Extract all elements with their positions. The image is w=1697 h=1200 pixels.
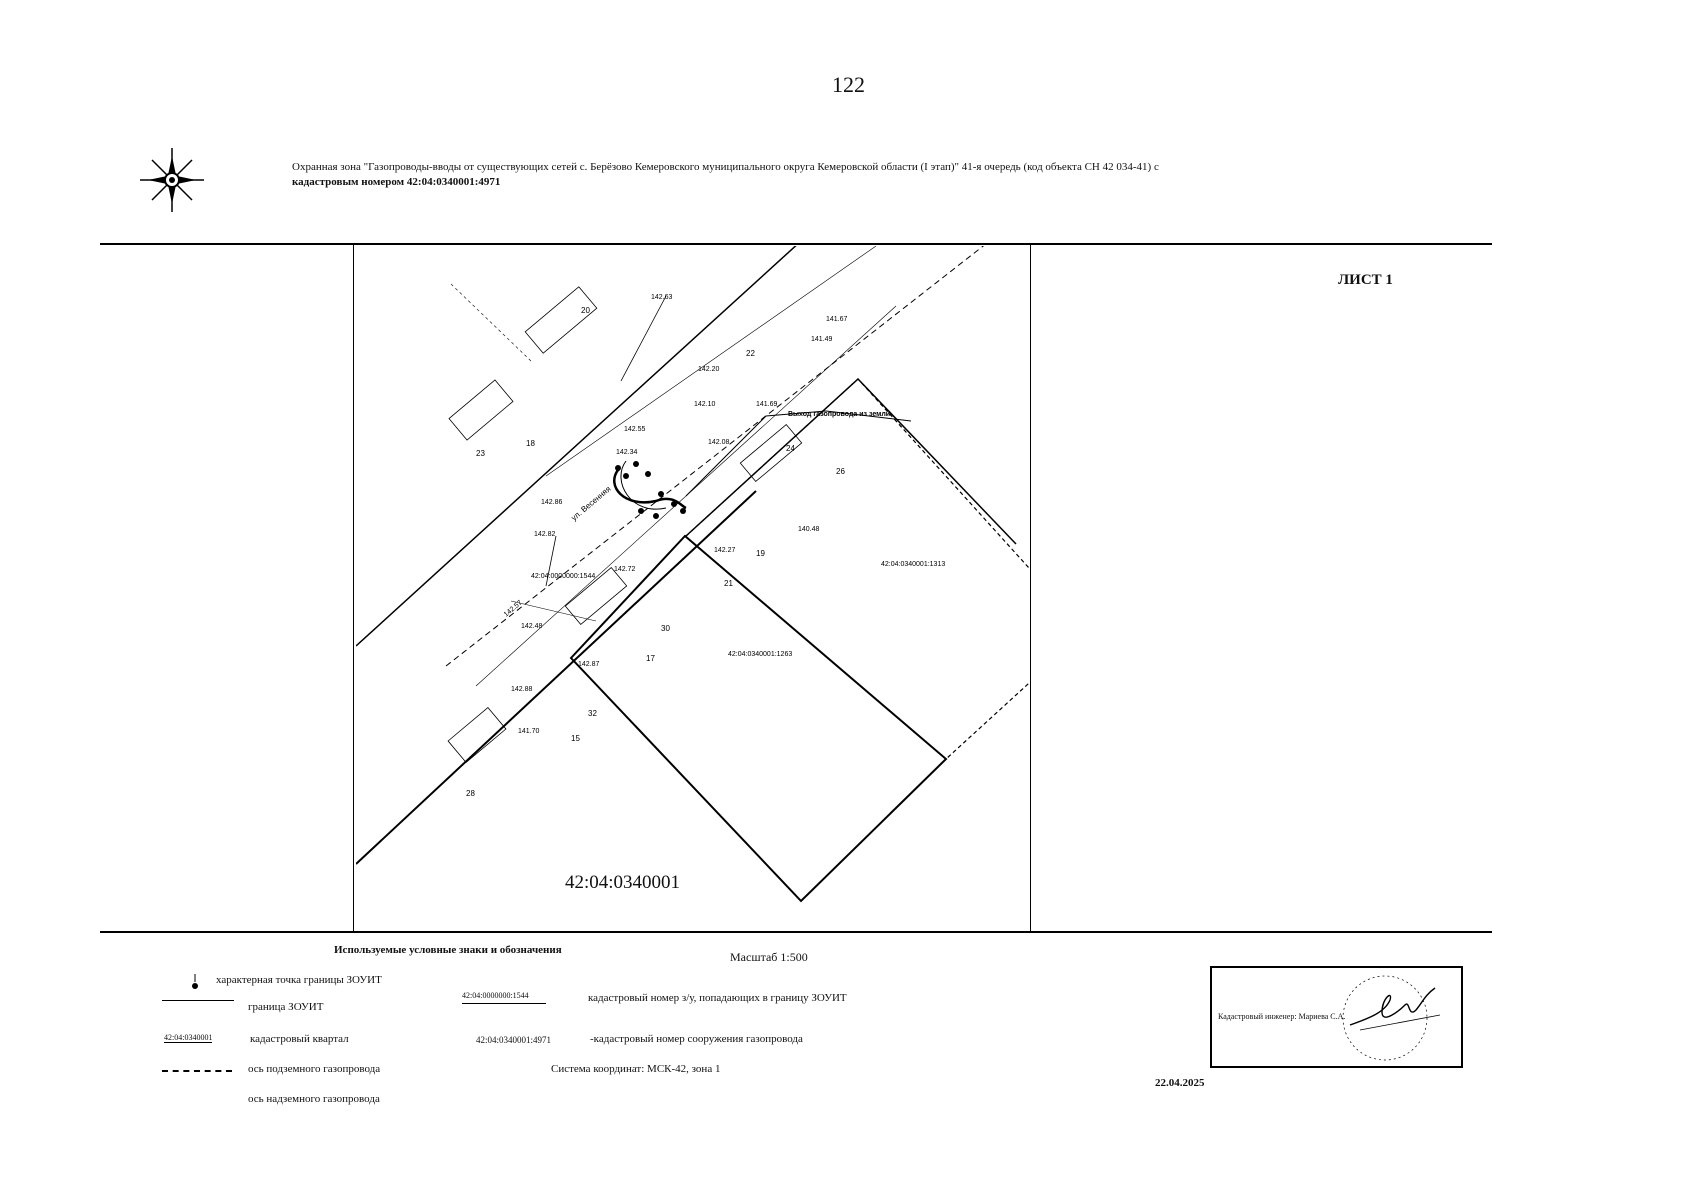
engineer-stamp — [1210, 966, 1463, 1068]
elev-6: 141.69 — [756, 401, 778, 408]
structure-sample: 42:04:0340001:4971 — [476, 1035, 552, 1045]
elev-8: 141.67 — [826, 316, 848, 323]
frame-left-line — [353, 244, 354, 932]
lot-24: 24 — [786, 444, 795, 453]
lot-22: 22 — [746, 349, 755, 358]
lot-18: 18 — [526, 439, 535, 448]
frame-right-line — [1030, 244, 1031, 932]
gas-pipeline-axis — [445, 246, 985, 667]
lot-23: 23 — [476, 449, 485, 458]
lot-19: 19 — [756, 549, 765, 558]
title-line-2: кадастровым номером 42:04:0340001:4971 — [292, 176, 501, 188]
legend-item-quarter: кадастровый квартал — [250, 1033, 349, 1045]
document-title: Охранная зона "Газопроводы-вводы от суще… — [292, 160, 1432, 190]
legend-structure-desc: -кадастровый номер сооружения газопровод… — [590, 1033, 803, 1045]
elev-16: 142.20 — [698, 366, 720, 373]
parcel-label-1544: 42:04:0000000:1544 — [531, 573, 595, 580]
parcel-label-1313: 42:04:0340001:1313 — [881, 561, 945, 568]
page-number: 122 — [832, 72, 865, 97]
elev-18: 141.70 — [518, 728, 540, 735]
lot-17: 17 — [646, 654, 655, 663]
elev-13: 142.57 — [503, 599, 524, 618]
street-label: ул. Весенняя — [570, 484, 613, 522]
elev-4: 142.10 — [694, 401, 716, 408]
underground-pipe-sample — [162, 1070, 232, 1072]
elev-17: 140.48 — [798, 526, 820, 533]
parcel-1313-boundary — [685, 378, 1031, 760]
road-boundary-north — [356, 246, 797, 647]
quarter-sample: 42:04:0340001 — [164, 1033, 213, 1043]
lot-20: 20 — [581, 306, 590, 315]
compass-rose-icon — [140, 148, 204, 212]
elev-19: 142.87 — [578, 661, 600, 668]
legend-item-overground: ось надземного газопровода — [248, 1093, 380, 1105]
engineer-label: Кадастровый инженер: Мариева С.А. — [1218, 1012, 1346, 1021]
elev-1: 142.63 — [651, 294, 673, 301]
boundary-points — [615, 461, 686, 519]
lot-26: 26 — [836, 467, 845, 476]
elev-3: 142.34 — [616, 449, 638, 456]
elev-14: 142.88 — [511, 686, 533, 693]
parcel-sample: 42:04:0000000:1544 — [462, 991, 546, 1004]
document-date: 22.04.2025 — [1155, 1077, 1205, 1089]
elev-2: 142.55 — [624, 426, 646, 433]
frame-bottom-line — [100, 931, 1492, 933]
boundary-point-icon — [192, 974, 198, 989]
lot-30: 30 — [661, 624, 670, 633]
lot-28: 28 — [466, 789, 475, 798]
frame-top-line — [100, 243, 1492, 245]
elev-7: 141.49 — [811, 336, 833, 343]
legend-parcel-desc: кадастровый номер з/у, попадающих в гран… — [588, 992, 847, 1004]
outlet-label: Выход газопровода из земли — [788, 411, 890, 418]
legend-item-underground: ось подземного газопровода — [248, 1063, 381, 1075]
parcel-label-1263: 42:04:0340001:1263 — [728, 651, 792, 658]
signature-seal-icon — [1342, 975, 1441, 1061]
cadastral-map: 42:04:0340001:1263 42:04:0340001:1313 42… — [356, 246, 1031, 903]
legend-item-boundary: граница ЗОУИТ — [248, 1001, 324, 1013]
cadastral-quarter-label: 42:04:0340001 — [565, 872, 681, 893]
legend-title: Используемые условные знаки и обозначени… — [334, 944, 562, 956]
road-boundary-south — [356, 490, 757, 865]
sheet-label: ЛИСТ 1 — [1338, 272, 1393, 288]
scale-label: Масштаб 1:500 — [730, 950, 808, 964]
elev-5: 142.08 — [708, 439, 730, 446]
elev-11: 142.27 — [714, 547, 736, 554]
lot-32: 32 — [588, 709, 597, 718]
parcel-1263-boundary — [569, 534, 948, 903]
lot-15: 15 — [571, 734, 580, 743]
elev-15: 142.72 — [614, 566, 636, 573]
legend-item-point: характерная точка границы ЗОУИТ — [216, 974, 382, 986]
title-line-1: Охранная зона "Газопроводы-вводы от суще… — [292, 161, 1159, 173]
elev-12: 142.48 — [521, 623, 543, 630]
coordinate-system: Система координат: МСК-42, зона 1 — [551, 1063, 721, 1075]
lot-21: 21 — [724, 579, 733, 588]
elev-9: 142.86 — [541, 499, 563, 506]
elev-10: 142.82 — [534, 531, 556, 538]
boundary-line-sample — [162, 1000, 234, 1001]
